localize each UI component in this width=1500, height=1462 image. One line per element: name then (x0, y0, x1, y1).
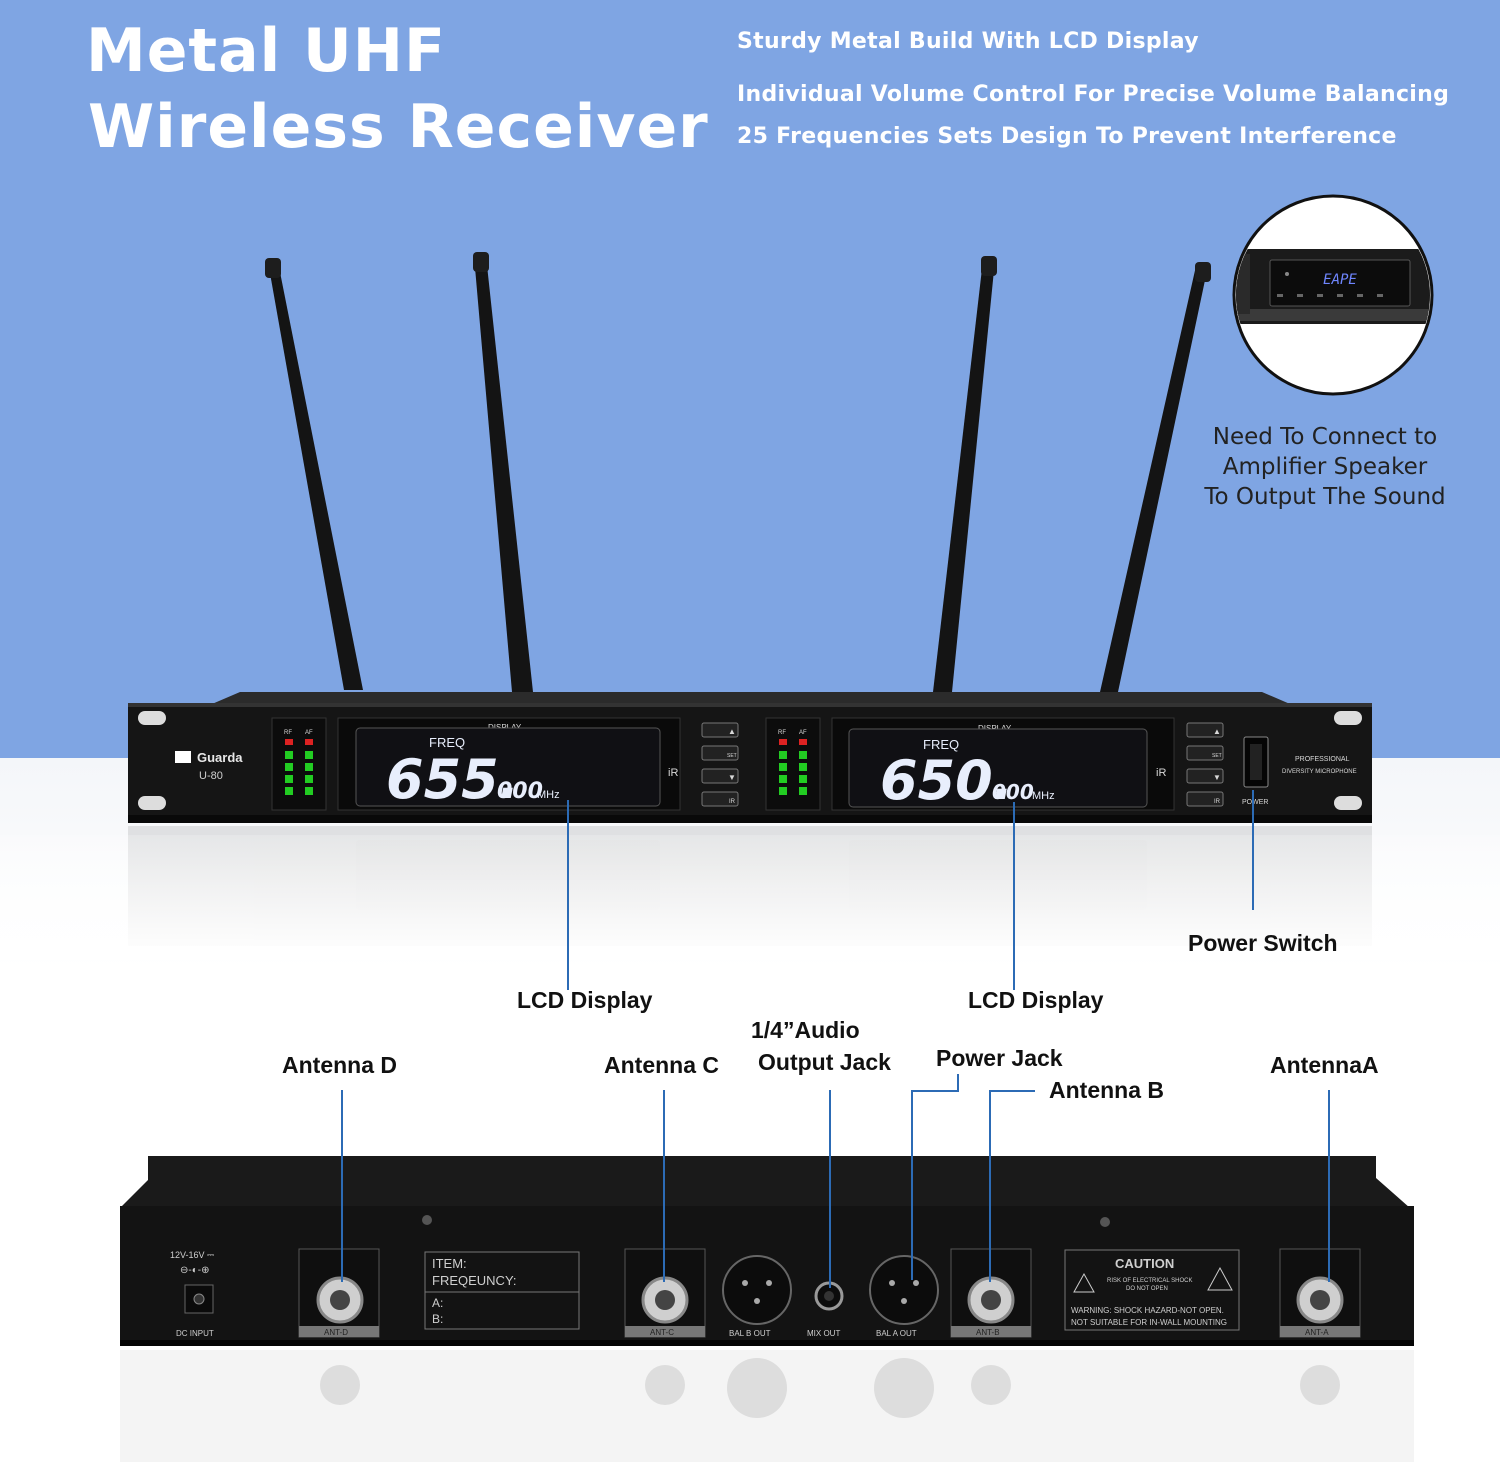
af-label-a: AF (305, 730, 313, 736)
receiver-rear-view: 12V-16V ⎓ ⊖-◐-⊕ DC INPUT ANT-D ITEM: FRE… (120, 1156, 1414, 1462)
callout-antenna-a: AntennaA (1270, 1052, 1379, 1078)
leader-lcd-right (1013, 802, 1015, 990)
freq-value-b-main: 650. (880, 749, 1013, 812)
ant-c-label: ANT-C (650, 1328, 674, 1337)
caution-line-2: DO NOT OPEN (1126, 1286, 1168, 1292)
bal-b-out-label: BAL B OUT (729, 1329, 771, 1338)
ant-b-label: ANT-B (976, 1328, 1000, 1337)
up-label-a: ▲ (728, 727, 736, 736)
bal-a-out-connector[interactable] (869, 1255, 939, 1325)
down-label-a: ▼ (728, 773, 736, 782)
up-button-b[interactable] (1186, 722, 1224, 738)
leader-antenna-a (1328, 1090, 1330, 1282)
leader-antenna-b-vertical (989, 1090, 991, 1282)
caution-title: CAUTION (1115, 1256, 1174, 1271)
inset-note: Need To Connect to Amplifier Speaker To … (1180, 422, 1470, 512)
ir-label-a: IR (729, 799, 736, 805)
ir-button-a[interactable] (701, 791, 739, 807)
rf-label-b: RF (778, 730, 786, 736)
meter-block-b: RF AF (765, 717, 821, 811)
model-name: U-80 (199, 770, 223, 782)
up-label-b: ▲ (1213, 727, 1221, 736)
down-button-b[interactable] (1186, 768, 1224, 784)
set-label-b: SET (1212, 753, 1222, 759)
dc-input-jack[interactable] (184, 1284, 214, 1314)
ir-button-b[interactable] (1186, 791, 1224, 807)
meter-block-a: RF AF (271, 717, 327, 811)
leader-antenna-d (341, 1090, 343, 1282)
freq-unit-a: MHz (537, 789, 560, 801)
ir-sensor-a: iR (668, 767, 678, 779)
frequency-label: FREQEUNCY: (432, 1273, 517, 1288)
leader-power-jack-riser (957, 1074, 959, 1092)
feature-1: Sturdy Metal Build With LCD Display (737, 29, 1199, 54)
leader-lcd-left (567, 800, 569, 990)
brand-name: Guarda (197, 750, 243, 765)
set-button-a[interactable] (701, 745, 739, 761)
inset-note-line-3: To Output The Sound (1204, 484, 1446, 510)
bal-a-out-label: BAL A OUT (876, 1329, 917, 1338)
freq-unit-b: MHz (1032, 790, 1055, 802)
svg-text:⊖-◐-⊕: ⊖-◐-⊕ (180, 1265, 209, 1276)
headline-line-1: Metal UHF (86, 16, 446, 86)
ant-d-label: ANT-D (324, 1328, 348, 1337)
leader-antenna-b-horizontal (989, 1090, 1035, 1092)
leader-antenna-c (663, 1090, 665, 1282)
inset-note-line-2: Amplifier Speaker (1222, 454, 1428, 480)
freq-label-a: FREQ (429, 735, 465, 750)
item-label: ITEM: (432, 1256, 467, 1271)
down-button-a[interactable] (701, 768, 739, 784)
callout-power-jack: Power Jack (936, 1045, 1063, 1071)
side-text-1: PROFESSIONAL (1295, 756, 1350, 763)
rf-label-a: RF (284, 730, 292, 736)
callout-power-switch: Power Switch (1188, 930, 1338, 956)
leader-audio-output (829, 1090, 831, 1288)
bal-b-out-connector[interactable] (722, 1255, 792, 1325)
down-label-b: ▼ (1213, 773, 1221, 782)
power-label: POWER (1242, 799, 1268, 806)
af-label-b: AF (799, 730, 807, 736)
callout-antenna-d: Antenna D (282, 1052, 397, 1078)
ant-a-label: ANT-A (1305, 1328, 1329, 1337)
leader-power-jack-horizontal (911, 1090, 959, 1092)
callout-audio-output-line-2: Output Jack (758, 1049, 891, 1075)
channel-a-label: A: (432, 1296, 443, 1310)
dc-rating-label: 12V-16V ⎓ (170, 1250, 214, 1260)
feature-3: 25 Frequencies Sets Design To Prevent In… (737, 124, 1397, 149)
callout-lcd-display-right: LCD Display (968, 987, 1104, 1013)
blue-background (0, 0, 1500, 758)
feature-2: Individual Volume Control For Precise Vo… (737, 82, 1450, 107)
channel-b-buttons: ▲ SET ▼ IR (1186, 722, 1224, 807)
inset-note-line-1: Need To Connect to (1212, 424, 1438, 450)
callout-antenna-b: Antenna B (1049, 1077, 1164, 1103)
leader-power-jack-vertical (911, 1090, 913, 1280)
ir-label-b: IR (1214, 799, 1221, 805)
freq-value-b-sub: 000 (992, 780, 1034, 804)
leader-power-switch (1252, 790, 1254, 910)
set-button-b[interactable] (1186, 745, 1224, 761)
inset-lcd-text: EAPE (1323, 272, 1357, 288)
callout-audio-output-line-1: 1/4”Audio (751, 1017, 860, 1043)
channel-a-buttons: ▲ SET ▼ IR (701, 722, 739, 807)
dc-input-label: DC INPUT (176, 1329, 214, 1338)
mix-out-label: MIX OUT (807, 1329, 840, 1338)
channel-b-label: B: (432, 1312, 443, 1326)
caution-line-1: RISK OF ELECTRICAL SHOCK (1107, 1278, 1192, 1284)
callout-antenna-c: Antenna C (604, 1052, 719, 1078)
up-button-a[interactable] (701, 722, 739, 738)
freq-label-b: FREQ (923, 737, 959, 752)
ir-sensor-b: iR (1156, 767, 1166, 779)
side-text-2: DIVERSITY MICROPHONE (1282, 769, 1357, 775)
freq-value-a-main: 655. (386, 748, 519, 811)
headline-line-2: Wireless Receiver (88, 92, 709, 162)
callout-lcd-display-left: LCD Display (517, 987, 653, 1013)
freq-value-a-sub: 000 (497, 779, 543, 804)
warning-line-2: NOT SUITABLE FOR IN-WALL MOUNTING (1071, 1318, 1227, 1327)
set-label-a: SET (727, 753, 737, 759)
inset-closeup-image: EAPE (1232, 194, 1434, 396)
receiver-front-view: Guarda U-80 RF AF DISPLAY FREQ 655. 000 … (0, 252, 1500, 960)
antenna-group (265, 252, 1211, 692)
warning-line-1: WARNING: SHOCK HAZARD-NOT OPEN. (1071, 1306, 1224, 1315)
